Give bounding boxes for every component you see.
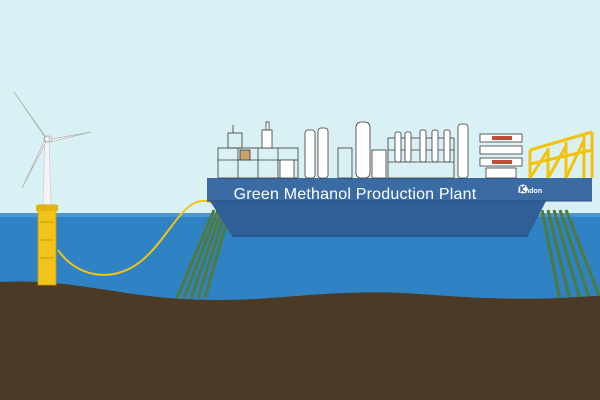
- seabed: [0, 281, 600, 400]
- kindon-logo-icon: [518, 184, 528, 194]
- process-equipment: [217, 121, 523, 179]
- floating-platform-hull: [207, 178, 592, 237]
- brand-mark: Kindon: [518, 184, 542, 198]
- brand-name: Kindon: [518, 187, 543, 195]
- wind-turbine-icon: [13, 91, 92, 286]
- mooring-lines-right: [540, 209, 600, 301]
- mooring-lines-left: [175, 209, 232, 299]
- crane-structure: [528, 130, 594, 179]
- plant-title: Green Methanol Production Plant: [233, 186, 477, 203]
- export-cable: [57, 199, 213, 276]
